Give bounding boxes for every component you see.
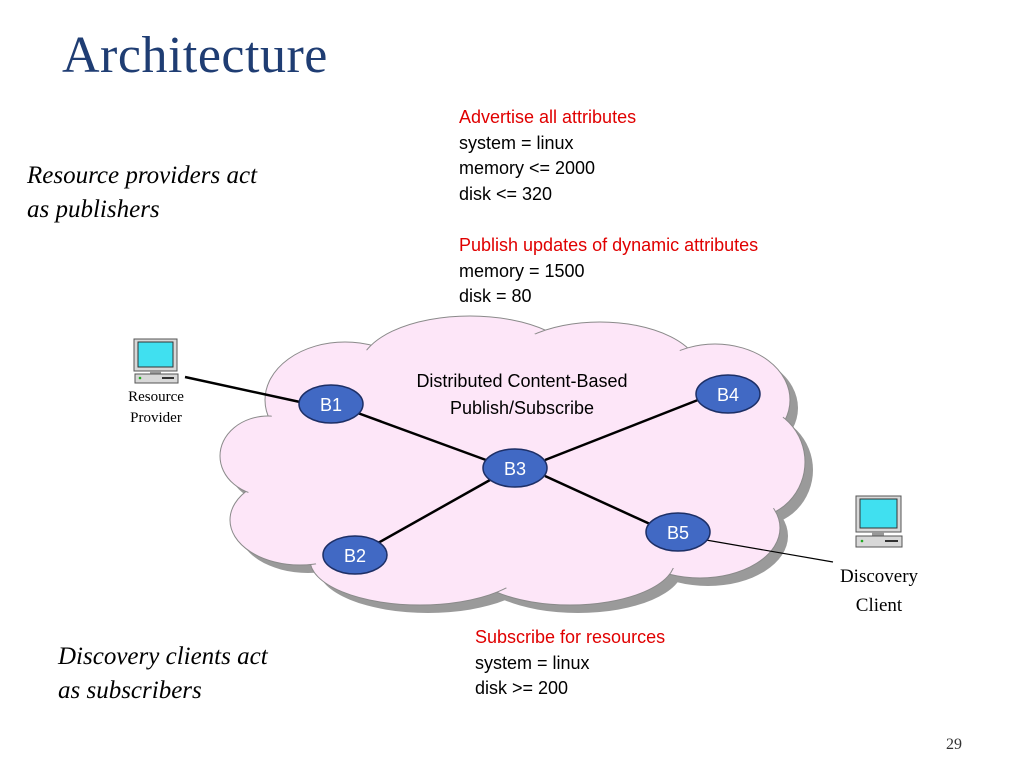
- broker-b5: B5: [645, 512, 711, 552]
- broker-b5-label: B5: [667, 523, 689, 543]
- publish-line: disk = 80: [459, 286, 532, 306]
- page-number: 29: [946, 736, 962, 753]
- cloud-label-line: Publish/Subscribe: [450, 398, 594, 418]
- advertise-line: disk <= 320: [459, 183, 553, 204]
- slide-title: Architecture: [62, 27, 328, 84]
- broker-b3: B3: [482, 448, 548, 488]
- link-b3-b4: [544, 396, 704, 462]
- advertise-line: system = linux: [459, 132, 574, 153]
- cloud-label-line: Distributed Content-Based: [416, 371, 627, 391]
- publishers-note: Resource providers act as publishers: [27, 159, 257, 227]
- link-b1-b3: [354, 410, 487, 462]
- publish-line: memory = 1500: [459, 260, 585, 281]
- subscribers-note-line: as subscribers: [58, 677, 202, 704]
- resource-provider-label-line: Resource: [128, 389, 184, 405]
- broker-b1-label: B1: [320, 395, 342, 415]
- subscribe-heading: Subscribe for resources: [475, 627, 666, 647]
- broker-b2-label: B2: [344, 546, 366, 566]
- advertise-block: Advertise all attributes system = linux …: [459, 105, 636, 207]
- subscribe-block: Subscribe for resources system = linux d…: [475, 625, 665, 702]
- broker-b4-label: B4: [717, 385, 739, 405]
- link-provider-b1: [184, 375, 301, 404]
- advertise-heading: Advertise all attributes: [459, 107, 637, 127]
- resource-provider-computer-icon: [133, 338, 179, 384]
- broker-b3-label: B3: [504, 459, 526, 479]
- publishers-note-line: as publishers: [27, 196, 160, 223]
- discovery-client-label-line: Client: [855, 595, 903, 616]
- subscribe-line: disk >= 200: [475, 678, 569, 698]
- broker-b1: B1: [298, 384, 364, 424]
- link-b3-b2: [377, 478, 491, 545]
- link-b5-client: [705, 539, 834, 563]
- subscribers-note: Discovery clients act as subscribers: [58, 640, 268, 708]
- advertise-line: memory <= 2000: [459, 158, 596, 178]
- resource-provider-label-line: Provider: [130, 410, 182, 426]
- discovery-client-label: Discovery Client: [832, 562, 926, 620]
- discovery-client-computer-icon: [855, 495, 903, 548]
- publish-heading: Publish updates of dynamic attributes: [459, 235, 759, 255]
- publish-block: Publish updates of dynamic attributes me…: [459, 233, 758, 310]
- broker-b4: B4: [695, 374, 761, 414]
- discovery-client-label-line: Discovery: [839, 566, 919, 587]
- publishers-note-line: Resource providers act: [27, 162, 258, 189]
- subscribers-note-line: Discovery clients act: [58, 643, 268, 670]
- resource-provider-label: Resource Provider: [115, 387, 197, 429]
- link-b3-b5: [544, 474, 651, 526]
- broker-b2: B2: [322, 535, 388, 575]
- subscribe-line: system = linux: [475, 652, 590, 673]
